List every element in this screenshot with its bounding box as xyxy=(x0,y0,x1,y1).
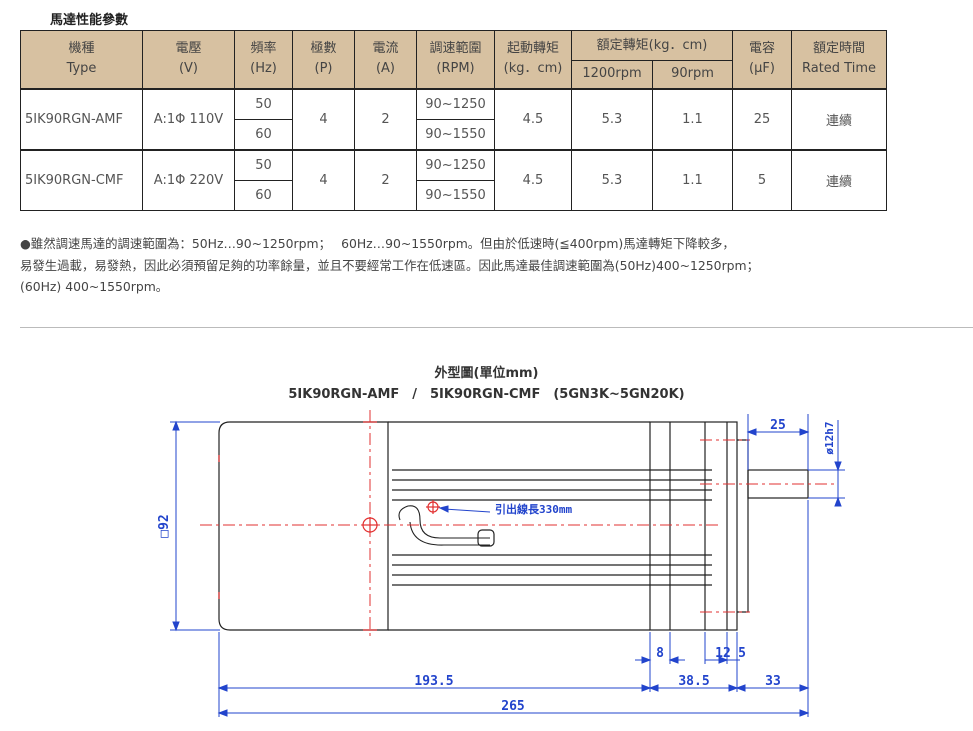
divider xyxy=(20,327,973,328)
cell-frequency: 50 xyxy=(234,87,293,120)
cell-poles: 4 xyxy=(292,148,355,211)
dim-265: 265 xyxy=(501,699,524,714)
cell-torque-1200: 5.3 xyxy=(571,148,653,211)
dimension-labels: □92 25 ø12h7 8 12 5 193.5 38.5 33 265 引出… xyxy=(157,418,836,714)
header-capacitor: 電容(μF) xyxy=(732,30,792,89)
dim-height: □92 xyxy=(157,514,172,537)
cell-type: 5IK90RGN-CMF xyxy=(20,148,143,211)
header-speed-range: 調速範圍(RPM) xyxy=(416,30,495,89)
cell-speed-range: 90~1550 xyxy=(416,118,495,150)
motor-body xyxy=(218,421,809,631)
dim-33: 33 xyxy=(765,674,781,689)
center-lines xyxy=(200,410,838,640)
gearbox xyxy=(649,421,738,631)
dim-8: 8 xyxy=(656,646,664,661)
cell-speed-range: 90~1550 xyxy=(416,179,495,211)
mount-marks xyxy=(218,421,440,631)
header-poles: 極數(P) xyxy=(292,30,355,89)
speed-note: ●雖然調速馬達的調速範圍為：50Hz…90~1250rpm； 60Hz…90~1… xyxy=(20,233,920,298)
table-row: 5IK90RGN-CMF A:1Φ 220V 50 4 2 90~1250 4.… xyxy=(20,148,887,211)
note-line: (60Hz) 400~1550rpm。 xyxy=(20,279,169,294)
header-current: 電流(A) xyxy=(354,30,417,89)
dim-shaft-diameter: ø12h7 xyxy=(823,421,836,454)
dim-12: 12 xyxy=(715,646,731,661)
dim-5: 5 xyxy=(738,646,746,661)
cell-start-torque: 4.5 xyxy=(494,148,572,211)
cell-frequency: 50 xyxy=(234,148,293,181)
note-line: ●雖然調速馬達的調速範圍為：50Hz…90~1250rpm； 60Hz…90~1… xyxy=(20,236,735,251)
table-row: 60 90~1550 xyxy=(21,179,887,211)
table-row: 60 90~1550 xyxy=(21,118,887,150)
cell-start-torque: 4.5 xyxy=(494,87,572,150)
cell-voltage: A:1Φ 220V xyxy=(142,148,235,211)
dimension-lines xyxy=(170,414,845,717)
cell-type: 5IK90RGN-AMF xyxy=(20,87,143,150)
section-title: 馬達性能參數 xyxy=(50,13,129,28)
note-line: 易發生過載，易發熱，因此必須預留足夠的功率餘量，並且不要經常工作在低速區。因此馬… xyxy=(20,257,759,273)
cell-rated-time: 連續 xyxy=(791,87,887,150)
cell-capacitor: 25 xyxy=(732,87,792,150)
cell-frequency: 60 xyxy=(234,179,293,211)
cell-frequency: 60 xyxy=(234,118,293,150)
header-rated-torque: 額定轉矩(kg．cm) xyxy=(571,30,733,61)
cell-capacitor: 5 xyxy=(732,148,792,211)
dim-193-5: 193.5 xyxy=(414,674,453,689)
header-start-torque: 起動轉矩(kg．cm) xyxy=(494,30,572,89)
dim-shaft-length: 25 xyxy=(770,418,786,433)
header-voltage: 電壓(V) xyxy=(142,30,235,89)
cell-speed-range: 90~1250 xyxy=(416,148,495,181)
header-frequency: 頻率(Hz) xyxy=(234,30,293,89)
header-torque-1200rpm: 1200rpm xyxy=(571,60,653,89)
table-row: 5IK90RGN-AMF A:1Φ 110V 50 4 2 90~1250 4.… xyxy=(20,87,887,150)
drawing-subtitle: 5IK90RGN-AMF / 5IK90RGN-CMF (5GN3K~5GN20… xyxy=(288,387,685,402)
dim-38-5: 38.5 xyxy=(678,674,709,689)
drawing-title: 外型圖(單位mm) xyxy=(434,366,539,381)
lead-wire-label: 引出線長330mm xyxy=(495,502,572,516)
cell-rated-time: 連續 xyxy=(791,148,887,211)
end-cover xyxy=(218,421,389,631)
